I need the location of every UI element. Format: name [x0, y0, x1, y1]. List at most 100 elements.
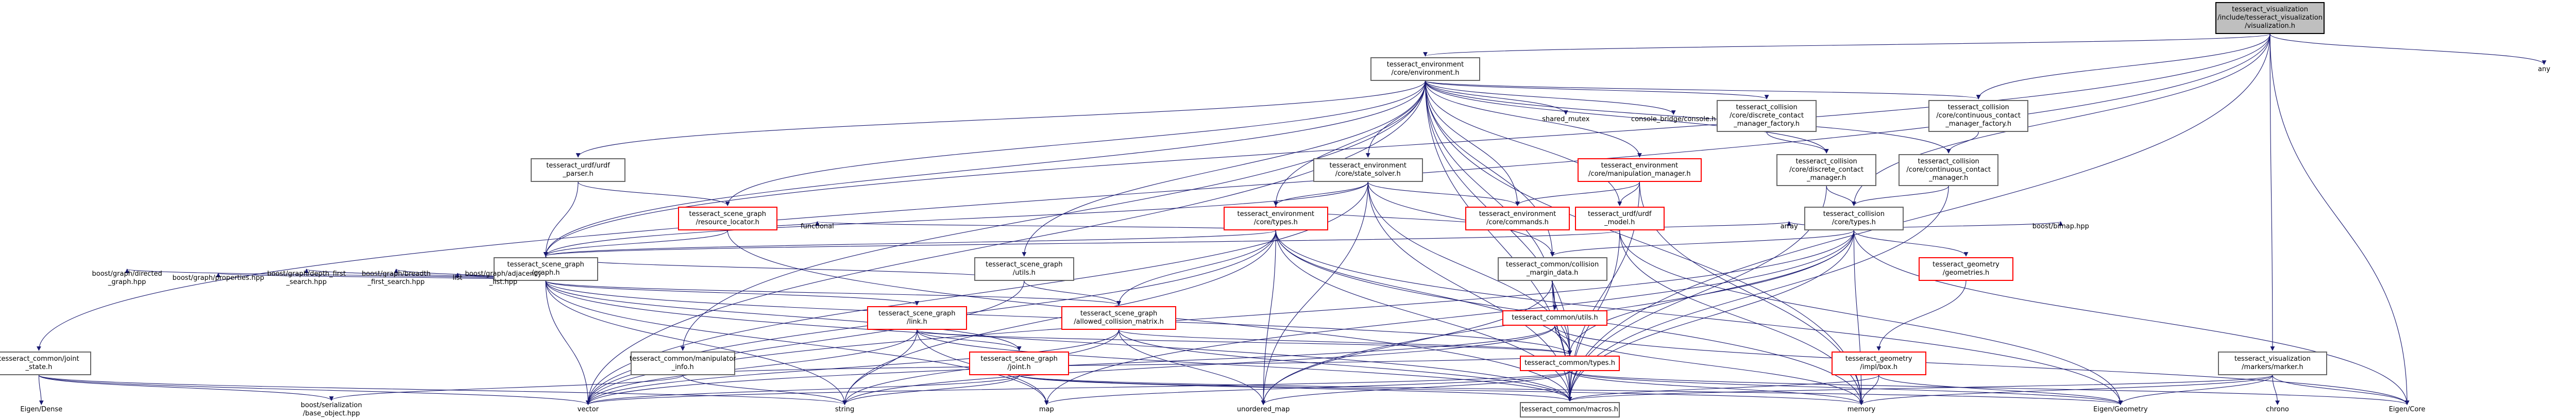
edge-env-to-urdf-model [1425, 80, 1622, 206]
edge-state-solver-to-graph [543, 181, 1368, 257]
external-node-bgl-directed[interactable]: boost/graph/directed_graph.hpp [92, 270, 162, 287]
external-node-eigen-geometry[interactable]: Eigen/Geometry [2093, 406, 2148, 414]
edge-graph-to-acm [545, 280, 1121, 306]
node-continuous-factory[interactable]: tesseract_collision/core/continuous_cont… [1928, 100, 2028, 132]
external-node-list[interactable]: list [452, 274, 462, 282]
node-label-line: /geometries.h [1942, 269, 1990, 277]
external-node-any[interactable]: any [2538, 65, 2550, 74]
external-node-map[interactable]: map [1039, 406, 1054, 414]
external-node-vector[interactable]: vector [578, 406, 599, 414]
node-urdf-parser[interactable]: tesseract_urdf/urdf_parser.h [531, 158, 625, 182]
external-node-console-bridge[interactable]: console_bridge/console.h [1631, 115, 1716, 124]
external-node-string[interactable]: string [835, 406, 854, 414]
edge-link-to-vector [586, 329, 918, 405]
edge-env-to-console-bridge [1425, 80, 1676, 115]
edge-root-to-continuous-factory [1976, 34, 2270, 99]
node-label-line: tesseract_collision [1918, 158, 1979, 165]
node-env[interactable]: tesseract_environment/core/environment.h [1370, 57, 1480, 81]
node-manipulation-manager[interactable]: tesseract_environment/core/manipulation_… [1577, 158, 1702, 182]
edge-manipulator-info-to-boost-serialization [329, 375, 683, 401]
node-collision-types[interactable]: tesseract_collision/core/types.h [1804, 207, 1904, 230]
edge-link-to-joint [917, 329, 1022, 351]
external-node-eigen-dense[interactable]: Eigen/Dense [20, 406, 62, 414]
external-node-memory[interactable]: memory [1848, 406, 1875, 414]
node-label-line: tesseract_environment [1329, 162, 1406, 170]
node-macros[interactable]: tesseract_common/macros.h [1520, 402, 1620, 417]
edge-collision-types-to-eigen-core [1853, 230, 2410, 405]
edge-manipulation-manager-to-urdf-model [1617, 181, 1640, 206]
edge-env-to-memory [1425, 80, 1864, 405]
edge-joint-state-to-string [38, 375, 847, 405]
external-node-label: _first_search.hpp [367, 278, 425, 286]
external-node-eigen-core[interactable]: Eigen/Core [2389, 406, 2426, 414]
external-node-functional[interactable]: functional [801, 223, 834, 231]
node-commands[interactable]: tesseract_environment/core/commands.h [1465, 207, 1570, 230]
external-node-bgl-bfs[interactable]: boost/graph/breadth_first_search.hpp [362, 270, 431, 287]
node-label-line: /core/commands.h [1486, 219, 1549, 226]
node-label-line: /markers/marker.h [2242, 363, 2303, 371]
node-graph[interactable]: tesseract_scene_graph/graph.h [493, 257, 598, 281]
node-label-line: /core/environment.h [1391, 69, 1460, 77]
edge-state-solver-to-unordered-map [1261, 181, 1368, 405]
node-label-line: _margin_data.h [1526, 269, 1579, 277]
edge-continuous-factory-to-continuous-manager [1946, 131, 1979, 154]
edge-resource-locator-to-graph [543, 230, 728, 257]
external-node-array[interactable]: array [1781, 223, 1798, 231]
node-link[interactable]: tesseract_scene_graph/link.h [867, 306, 967, 330]
node-sg-utils[interactable]: tesseract_scene_graph/utils.h [974, 257, 1074, 281]
node-common-utils[interactable]: tesseract_common/utils.h [1502, 310, 1607, 326]
edge-env-to-continuous-factory [1425, 80, 1981, 99]
external-node-boost-bimap[interactable]: boost/bimap.hpp [2032, 223, 2089, 231]
edge-joint-state-to-vector [38, 375, 590, 405]
node-state-solver[interactable]: tesseract_environment/core/state_solver.… [1313, 158, 1423, 182]
node-label-line: tesseract_geometry [1845, 355, 1912, 363]
node-geometries[interactable]: tesseract_geometry/geometries.h [1919, 257, 2013, 281]
node-discrete-factory[interactable]: tesseract_collision/core/discrete_contac… [1717, 100, 1817, 132]
node-label-line: /utils.h [1012, 269, 1036, 277]
external-node-unordered-map[interactable]: unordered_map [1237, 406, 1290, 414]
edge-env-to-vector [586, 80, 1426, 405]
node-geometry-impl[interactable]: tesseract_geometry/impl/box.h [1831, 352, 1926, 375]
node-marker[interactable]: tesseract_visualization/markers/marker.h [2217, 352, 2328, 375]
external-node-bgl-adjacency[interactable]: boost/graph/adjacency_list.hpp [465, 270, 542, 287]
external-node-label: boost/graph/directed [92, 270, 162, 278]
external-node-chrono[interactable]: chrono [2266, 406, 2289, 414]
root-node-visualization-h[interactable]: tesseract_visualization/include/tesserac… [2215, 2, 2325, 34]
edge-common-types-to-vector [586, 371, 1570, 405]
edge-common-types-to-map [1044, 371, 1570, 405]
edge-discrete-manager-to-collision-types [1826, 186, 1856, 206]
node-label-line: /resource_locator.h [696, 219, 759, 226]
node-common-types[interactable]: tesseract_common/types.h [1520, 356, 1620, 371]
external-node-label: boost/graph/properties.hpp [172, 274, 264, 282]
node-manipulator-info[interactable]: tesseract_common/manipulator_info.h [630, 352, 736, 375]
node-margin-data[interactable]: tesseract_common/collision_margin_data.h [1497, 257, 1607, 281]
node-resource-locator[interactable]: tesseract_scene_graph/resource_locator.h [677, 207, 777, 230]
node-label-line: tesseract_environment [1479, 210, 1556, 218]
edge-link-to-common-types [917, 329, 1572, 355]
node-joint-state[interactable]: tesseract_common/joint_state.h [0, 352, 92, 375]
node-discrete-manager[interactable]: tesseract_collision/core/discrete_contac… [1776, 154, 1876, 186]
external-node-shared-mutex[interactable]: shared_mutex [1542, 115, 1589, 124]
node-urdf-model[interactable]: tesseract_urdf/urdf_model.h [1574, 207, 1665, 230]
external-node-label: _list.hpp [489, 278, 518, 286]
node-joint[interactable]: tesseract_scene_graph/joint.h [969, 352, 1069, 375]
edge-state-solver-to-commands [1367, 181, 1520, 206]
external-node-label: unordered_map [1236, 406, 1290, 413]
external-node-bgl-properties[interactable]: boost/graph/properties.hpp [173, 274, 264, 282]
edge-common-utils-to-eigen-core [1554, 325, 2410, 405]
node-acm[interactable]: tesseract_scene_graph/allowed_collision_… [1061, 306, 1176, 330]
node-env-types[interactable]: tesseract_environment/core/types.h [1223, 207, 1328, 230]
external-node-label: any [2538, 65, 2551, 73]
external-node-label: console_bridge/console.h [1631, 115, 1716, 123]
external-node-label: list [452, 274, 463, 282]
external-node-bgl-dfs[interactable]: boost/graph/depth_first_search.hpp [267, 270, 346, 287]
edge-root-to-eigen-core [2269, 34, 2410, 405]
edge-env-to-continuous-manager [1425, 80, 1951, 154]
edge-env-types-to-string [842, 230, 1276, 405]
node-label-line: _manager_factory.h [1945, 120, 2012, 128]
external-node-boost-serialization[interactable]: boost/serialization/base_object.hpp [301, 402, 362, 418]
edge-state-solver-to-margin-data [1367, 181, 1555, 257]
node-continuous-manager[interactable]: tesseract_collision/core/continuous_cont… [1899, 154, 1998, 186]
node-label-line: tesseract_collision [1947, 104, 2009, 111]
node-label-line: tesseract_scene_graph [986, 261, 1063, 269]
